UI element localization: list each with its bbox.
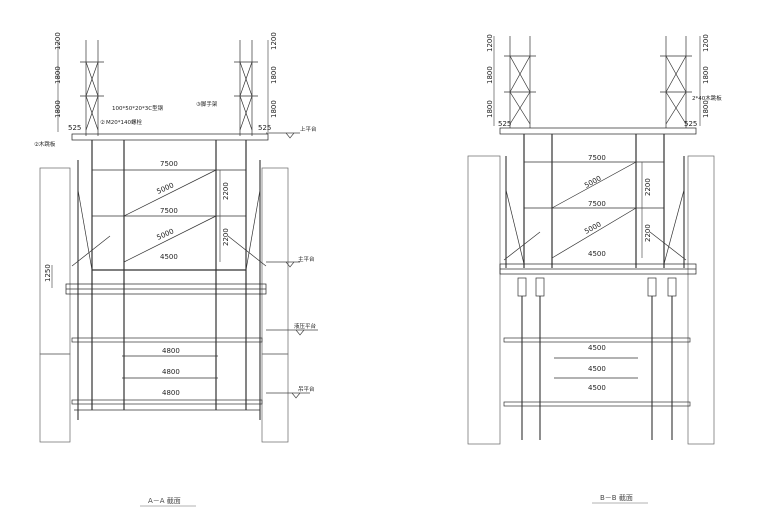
aa-dim-top-r2: 1800 (270, 66, 278, 84)
aa-lower-span-2: 4800 (162, 368, 180, 376)
bb-dim-top-1: 1200 (486, 34, 494, 52)
aa-span-4: 5000 (156, 227, 176, 242)
level-markers-aa (266, 132, 318, 399)
aa-label-steel: 100*50*20*3C型钢 (112, 104, 164, 112)
bb-mast-right (660, 36, 692, 128)
bb-span-1: 7500 (588, 154, 606, 162)
bb-span-5: 4500 (588, 250, 606, 258)
aa-edge-left: 525 (68, 124, 81, 132)
aa-platform-bottom: 吊平台 (298, 385, 315, 393)
bb-lower-span-3: 4500 (588, 384, 606, 392)
wall-right-lower (261, 353, 289, 443)
mast-right (234, 40, 258, 136)
section-bb (467, 36, 715, 445)
aa-label-bolt-num: ② (100, 119, 105, 126)
aa-label-bolt: M20*140螺栓 (106, 118, 142, 126)
section-aa (39, 40, 318, 443)
aa-platform-main: 主平台 (298, 255, 315, 263)
aa-dim-left: 1250 (44, 264, 52, 282)
aa-dim-top-3: 1800 (54, 100, 62, 118)
bb-jacks (517, 277, 677, 297)
bb-mast-left (504, 36, 536, 128)
aa-span-5: 4500 (160, 253, 178, 261)
aa-dim-top-r1: 1200 (270, 32, 278, 50)
section-bb-labels: 1200 1800 1800 1200 1800 1800 525 525 2*… (486, 34, 722, 504)
bb-dim-top-3: 1800 (486, 100, 494, 118)
bb-caption: B－B 截面 (600, 493, 633, 502)
aa-span-3: 7500 (160, 207, 178, 215)
bb-dim-top-2: 1800 (486, 66, 494, 84)
bb-dim-top-r1: 1200 (702, 34, 710, 52)
bb-edge-right: 525 (684, 120, 697, 128)
aa-height-1: 2200 (222, 182, 230, 200)
aa-label-plank: ②木跳板 (34, 140, 56, 148)
bb-label-plank: 2*40木跳板 (692, 94, 722, 102)
aa-label-scaffold: ③脚手架 (196, 100, 218, 108)
aa-lower-span-3: 4800 (162, 389, 180, 397)
bb-height-2: 2200 (644, 224, 652, 242)
top-platform-beam (71, 133, 269, 141)
aa-height-2: 2200 (222, 228, 230, 246)
bb-lower-span-2: 4500 (588, 365, 606, 373)
bb-edge-left: 525 (498, 120, 511, 128)
aa-lower-span-1: 4800 (162, 347, 180, 355)
section-aa-labels: 1200 1800 1800 1200 1800 1800 525 525 10… (34, 32, 317, 507)
wall-left-lower (39, 353, 71, 443)
aa-span-1: 7500 (160, 160, 178, 168)
aa-dim-top-r3: 1800 (270, 100, 278, 118)
mast-left (80, 40, 104, 136)
aa-span-2: 5000 (156, 181, 176, 196)
bb-span-2: 5000 (583, 174, 602, 189)
bb-height-1: 2200 (644, 178, 652, 196)
wall-right-upper (261, 167, 289, 355)
bb-dim-top-r3: 1800 (702, 100, 710, 118)
bb-dim-top-r2: 1800 (702, 66, 710, 84)
aa-platform-hydraulic: 液压平台 (294, 322, 317, 330)
aa-dim-top-2: 1800 (54, 66, 62, 84)
wall-left-upper (39, 167, 71, 355)
bb-wall-right (687, 155, 715, 445)
bb-lower-span-1: 4500 (588, 344, 606, 352)
aa-platform-top: 上平台 (300, 125, 317, 133)
bb-top-platform-beam (499, 127, 697, 135)
bb-wall-left (467, 155, 501, 445)
aa-caption: A－A 截面 (148, 496, 181, 505)
bb-span-3: 7500 (588, 200, 606, 208)
aa-edge-right: 525 (258, 124, 271, 132)
aa-dim-top-1: 1200 (54, 32, 62, 50)
